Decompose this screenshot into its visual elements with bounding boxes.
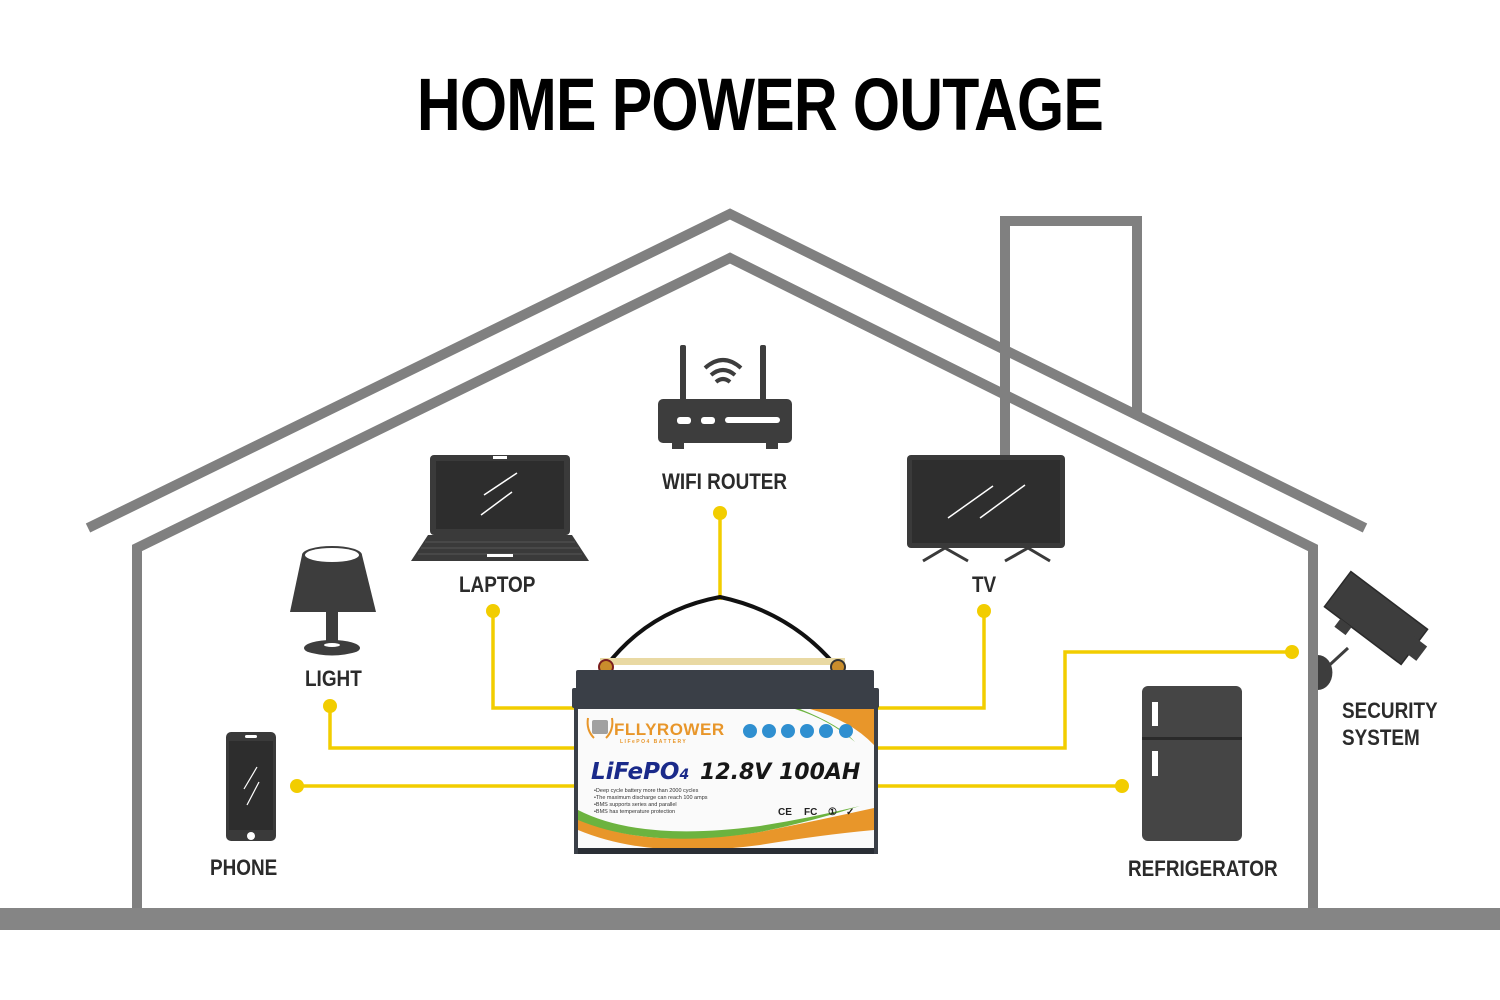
label-light: LIGHT	[305, 666, 362, 691]
security-camera-icon	[1318, 570, 1429, 690]
battery-spec: 12.8V 100AH	[700, 760, 860, 785]
phone-icon	[226, 732, 276, 841]
outer-roof-line	[85, 208, 1368, 533]
feature-line: •BMS has temperature protection	[594, 809, 675, 815]
chimney	[1000, 216, 1142, 458]
endpoint-refrigerator	[1115, 779, 1129, 793]
wires	[297, 513, 1292, 788]
label-security-line1: SECURITY	[1342, 698, 1438, 723]
battery-handle	[605, 594, 837, 667]
battery-features: •Deep cycle battery more than 2000 cycle…	[594, 788, 708, 815]
battery: FLLYROWER LIFePO4 BATTERY LiFePO4 12.8V …	[572, 594, 879, 854]
page-title: HOME POWER OUTAGE	[416, 63, 1104, 146]
feature-line: •The maximum discharge can reach 100 amp…	[594, 795, 708, 801]
refrigerator-icon	[1142, 686, 1242, 841]
wire-endpoints	[290, 506, 1299, 793]
ground-line	[0, 908, 1500, 930]
wire-laptop	[491, 611, 580, 710]
wire-light	[328, 706, 580, 750]
brand-logo-icon	[586, 717, 614, 739]
certification-marks: CE FC ① ✓	[778, 807, 854, 818]
feature-line: •Deep cycle battery more than 2000 cycle…	[594, 788, 699, 794]
label-tv: TV	[972, 572, 997, 597]
router-icon	[658, 345, 792, 449]
endpoint-phone	[290, 779, 304, 793]
feature-icons	[743, 724, 853, 738]
fc-mark: FC	[804, 807, 817, 818]
rohs-mark: ✓	[846, 807, 854, 818]
feature-line: •BMS supports series and parallel	[594, 802, 677, 808]
label-security-line2: SYSTEM	[1342, 725, 1420, 750]
wire-tv	[870, 611, 986, 710]
house-outline	[85, 208, 1368, 910]
label-phone: PHONE	[210, 855, 278, 880]
tv-icon	[907, 455, 1065, 563]
lamp-icon	[290, 546, 376, 657]
ce-mark: CE	[778, 807, 792, 818]
label-laptop: LAPTOP	[459, 572, 536, 597]
laptop-icon	[411, 455, 589, 561]
endpoint-light	[323, 699, 337, 713]
endpoint-router	[713, 506, 727, 520]
recycle-mark: ①	[828, 807, 837, 818]
endpoint-laptop	[486, 604, 500, 618]
wire-security	[870, 650, 1292, 750]
endpoint-tv	[977, 604, 991, 618]
battery-brand: FLLYROWER	[614, 720, 725, 739]
inner-roof-wall	[132, 252, 1318, 910]
endpoint-security	[1285, 645, 1299, 659]
label-refrigerator: REFRIGERATOR	[1128, 856, 1278, 881]
battery-brand-sub: LIFePO4 BATTERY	[620, 739, 687, 745]
battery-chemistry: LiFePO4	[591, 759, 689, 785]
label-wifi-router: WIFI ROUTER	[662, 469, 788, 494]
